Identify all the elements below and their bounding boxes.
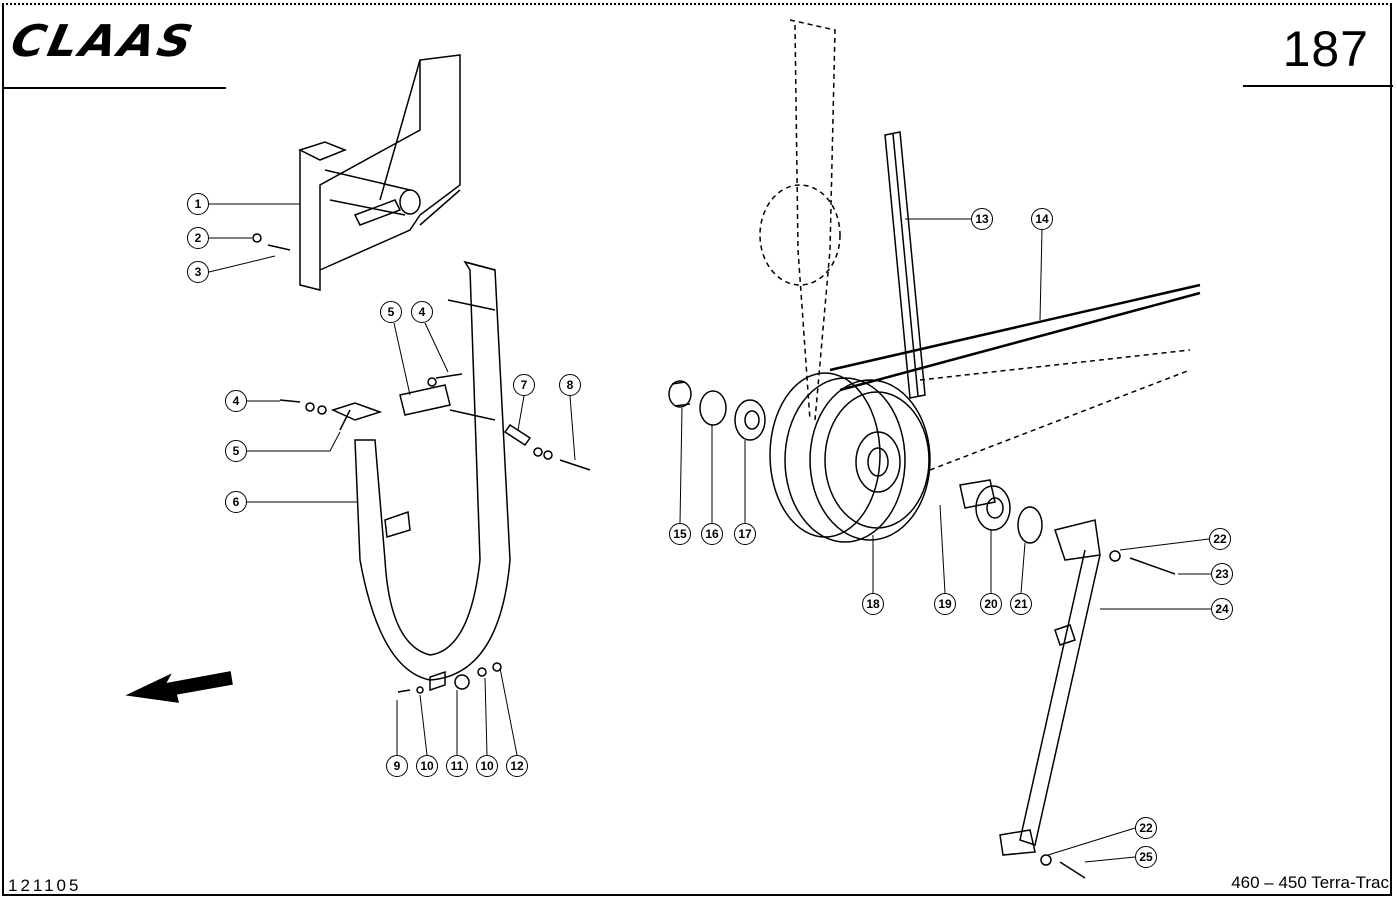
callout-2[interactable]: 2 xyxy=(187,227,209,249)
v-belts xyxy=(829,131,1201,399)
callout-25[interactable]: 25 xyxy=(1135,846,1157,868)
dashed-lever-outline xyxy=(759,19,1191,471)
callout-20[interactable]: 20 xyxy=(980,593,1002,615)
callout-13[interactable]: 13 xyxy=(971,208,993,230)
callout-4[interactable]: 4 xyxy=(411,301,433,323)
callout-4[interactable]: 4 xyxy=(225,390,247,412)
callout-6[interactable]: 6 xyxy=(225,491,247,513)
arm-part-24 xyxy=(999,519,1176,879)
callout-11[interactable]: 11 xyxy=(446,755,468,777)
callout-22[interactable]: 22 xyxy=(1209,528,1231,550)
bearings xyxy=(668,380,1043,544)
strap-part-6 xyxy=(330,260,511,692)
callout-7[interactable]: 7 xyxy=(513,374,535,396)
callout-5[interactable]: 5 xyxy=(225,440,247,462)
document-number: 121105 xyxy=(8,876,82,895)
callout-8[interactable]: 8 xyxy=(559,374,581,396)
callout-24[interactable]: 24 xyxy=(1211,598,1233,620)
callout-23[interactable]: 23 xyxy=(1211,563,1233,585)
callout-9[interactable]: 9 xyxy=(386,755,408,777)
callout-19[interactable]: 19 xyxy=(934,593,956,615)
direction-arrow xyxy=(125,671,233,703)
header-divider-right xyxy=(1243,85,1393,87)
callout-15[interactable]: 15 xyxy=(669,523,691,545)
pulley-part-18 xyxy=(769,372,931,543)
callout-10[interactable]: 10 xyxy=(416,755,438,777)
callout-10[interactable]: 10 xyxy=(476,755,498,777)
callout-1[interactable]: 1 xyxy=(187,193,209,215)
fasteners xyxy=(252,233,591,694)
page-number: 187 xyxy=(1282,21,1369,77)
callout-17[interactable]: 17 xyxy=(734,523,756,545)
page-frame xyxy=(2,3,1392,896)
callout-5[interactable]: 5 xyxy=(380,301,402,323)
callout-3[interactable]: 3 xyxy=(187,261,209,283)
leader-lines xyxy=(208,203,1211,863)
callout-16[interactable]: 16 xyxy=(701,523,723,545)
header-divider-left xyxy=(2,87,226,89)
callout-18[interactable]: 18 xyxy=(862,593,884,615)
bracket-part-1 xyxy=(298,54,461,291)
callout-21[interactable]: 21 xyxy=(1010,593,1032,615)
callout-22[interactable]: 22 xyxy=(1135,817,1157,839)
callout-12[interactable]: 12 xyxy=(506,755,528,777)
callout-14[interactable]: 14 xyxy=(1031,208,1053,230)
model-label: 460 – 450 Terra-Trac xyxy=(1231,873,1389,892)
